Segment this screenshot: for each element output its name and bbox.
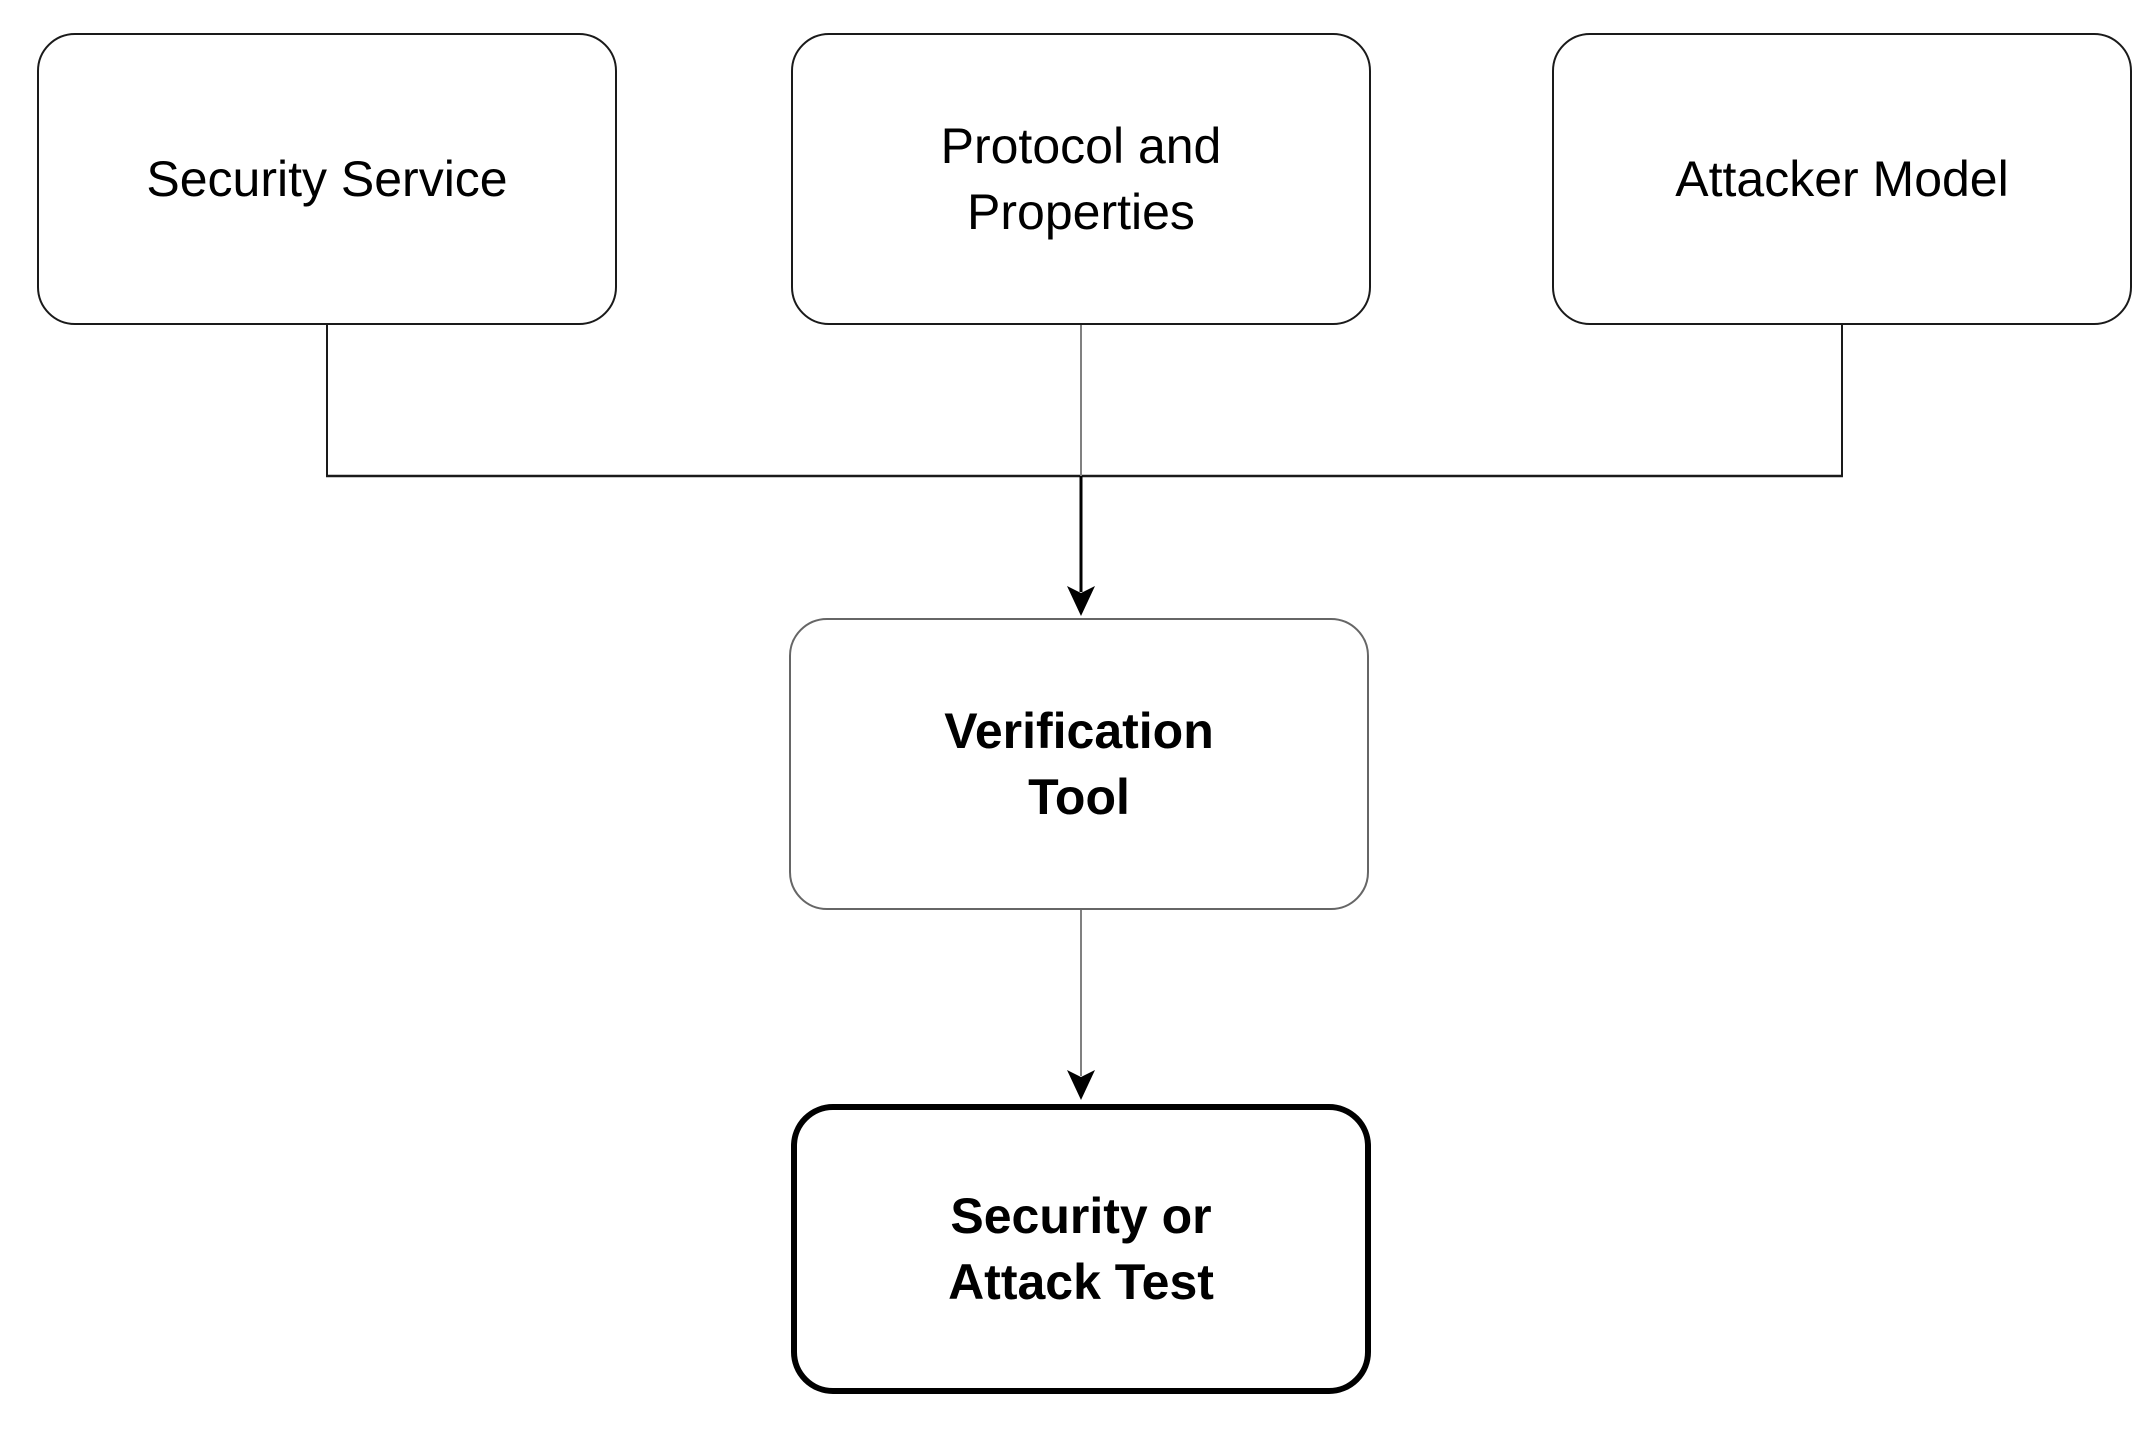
- arrowhead-down-icon: [1067, 586, 1095, 616]
- node-protocol-and-properties-label: Protocol and Properties: [940, 118, 1222, 240]
- node-attacker-model-label: Attacker Model: [1675, 151, 2009, 207]
- node-security-service: Security Service: [37, 33, 617, 325]
- node-security-service-label: Security Service: [146, 151, 508, 207]
- node-verification-tool: Verification Tool: [789, 618, 1369, 910]
- node-protocol-and-properties: Protocol and Properties: [791, 33, 1371, 325]
- node-verification-tool-label: Verification Tool: [944, 703, 1214, 825]
- arrowhead-down-icon: [1067, 1070, 1095, 1100]
- node-security-or-attack-test: Security or Attack Test: [791, 1104, 1371, 1394]
- node-security-or-attack-test-label: Security or Attack Test: [948, 1188, 1214, 1310]
- node-attacker-model: Attacker Model: [1552, 33, 2132, 325]
